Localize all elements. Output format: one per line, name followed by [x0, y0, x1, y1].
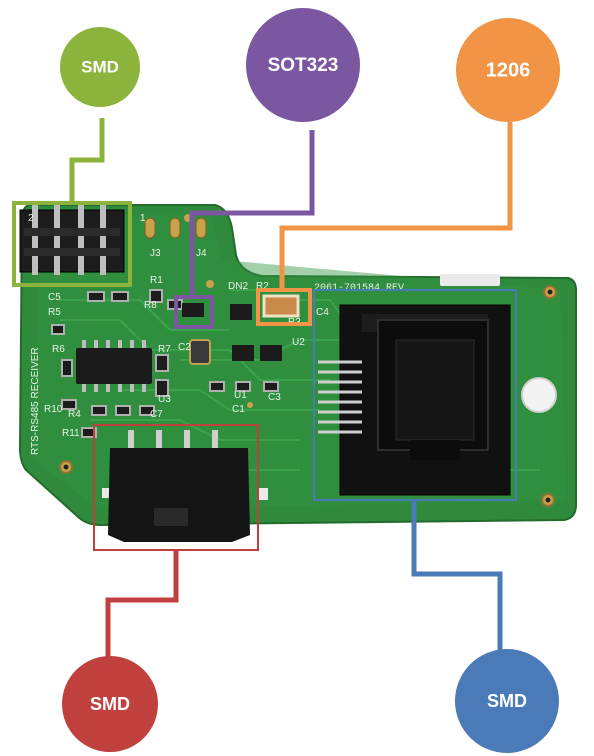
silk-dn2: DN2: [228, 281, 248, 292]
callout-circle-orange: [456, 18, 560, 122]
callout-label-1206: 1206: [486, 59, 531, 81]
callout-label-sot323: SOT323: [268, 55, 339, 76]
callout-circle-blue: [455, 649, 559, 753]
rj-connector: [318, 304, 511, 496]
silk-c7: C7: [150, 409, 163, 420]
silk-r7: R7: [158, 344, 171, 355]
silk-r10: R10: [44, 404, 63, 415]
callout-smd-bottom-right: SMD: [455, 649, 559, 753]
jumper-pads: [144, 217, 207, 239]
silk-r6: R6: [52, 344, 65, 355]
callout-1206: 1206: [456, 18, 560, 122]
silk-r11: R11: [62, 428, 80, 439]
callout-label-smd-top: SMD: [81, 57, 119, 76]
mounting-holes: [59, 214, 557, 507]
board-title-text: RTS-RS485 RECEIVER: [30, 347, 41, 455]
silk-j4: J4: [196, 248, 207, 259]
callout-smd-bottom-left: SMD: [62, 656, 158, 752]
leader-line-purple: [189, 130, 315, 297]
leader-line-blue: [411, 500, 503, 652]
silk-r1: R1: [150, 275, 163, 286]
ic-u3: [76, 340, 152, 392]
leader-line-orange: [279, 122, 513, 290]
leader-lines: [69, 118, 513, 658]
silk-r5: R5: [48, 307, 61, 318]
silk-j3: J3: [150, 248, 161, 259]
callout-label-smd-bottom-left: SMD: [90, 694, 130, 714]
silk-pin2: 2: [28, 213, 34, 224]
silk-u2: U2: [292, 337, 305, 348]
callout-circles: SMD SOT323 1206 SMD SMD: [60, 8, 560, 753]
callout-circle-purple: [246, 8, 360, 122]
silk-c2: C2: [178, 342, 191, 353]
silk-pin1: 1: [140, 213, 146, 224]
silkscreen-marks: [102, 274, 500, 500]
silk-c3: C3: [268, 392, 281, 403]
leader-line-red: [105, 550, 179, 658]
callout-circle-green: [60, 27, 140, 107]
callout-label-smd-bottom-right: SMD: [487, 691, 527, 711]
silkscreen-text: RTS-RS485 RECEIVER 2061-701584 REV DN2 J…: [28, 213, 404, 455]
silk-r4: R4: [68, 409, 81, 420]
board-part-number: 2061-701584 REV: [314, 283, 404, 294]
silk-u1: U1: [234, 390, 247, 401]
silk-r8: R8: [144, 300, 157, 311]
silk-u3: U3: [158, 394, 171, 405]
callout-sot323: SOT323: [246, 8, 360, 122]
silk-r2: R2: [256, 281, 269, 292]
pcb-board: RTS-RS485 RECEIVER 2061-701584 REV DN2 J…: [18, 204, 577, 542]
silk-c4: C4: [316, 307, 329, 318]
silk-c5: C5: [48, 292, 61, 303]
bottom-connector: [108, 430, 250, 542]
pin-header-2x4: [19, 205, 125, 275]
callout-smd-top: SMD: [60, 27, 140, 107]
silk-c1: C1: [232, 404, 245, 415]
leader-line-green: [69, 118, 105, 205]
callout-circle-red: [62, 656, 158, 752]
